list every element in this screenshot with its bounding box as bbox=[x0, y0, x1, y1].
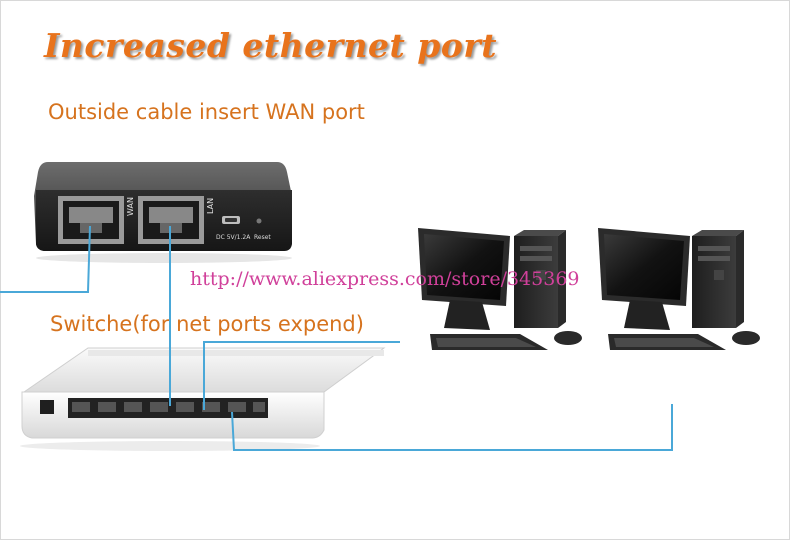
switch-caption: Switche(for net ports expend) bbox=[50, 312, 364, 336]
wan-port bbox=[58, 196, 124, 244]
computer-right bbox=[598, 228, 760, 350]
switch-power-jack bbox=[40, 400, 54, 414]
store-watermark: http://www.aliexpress.com/store/345369 bbox=[190, 268, 580, 290]
wan-port-label: WAN bbox=[126, 197, 135, 216]
page-title: Increased ethernet port bbox=[44, 26, 497, 65]
pc-tower bbox=[692, 236, 736, 328]
cable-switch-to-pc-left bbox=[203, 341, 400, 410]
reset-button bbox=[256, 218, 262, 224]
power-label: DC 5V/1.2A bbox=[216, 234, 251, 241]
pc-mouse bbox=[554, 331, 582, 345]
router: WAN LAN DC 5V/1.2A Reset bbox=[34, 162, 292, 263]
switch-ports bbox=[68, 398, 268, 418]
wan-caption: Outside cable insert WAN port bbox=[48, 100, 365, 124]
network-switch bbox=[20, 347, 386, 451]
computer-left bbox=[418, 228, 582, 350]
pc-mouse bbox=[732, 331, 760, 345]
cable-switch-to-pc-right bbox=[231, 404, 673, 451]
pc-tower bbox=[514, 236, 558, 328]
ethernet-cables bbox=[0, 225, 673, 451]
reset-label: Reset bbox=[254, 234, 271, 241]
lan-port-label: LAN bbox=[206, 198, 215, 214]
lan-port bbox=[138, 196, 204, 244]
cable-internet-to-wan bbox=[0, 225, 91, 293]
